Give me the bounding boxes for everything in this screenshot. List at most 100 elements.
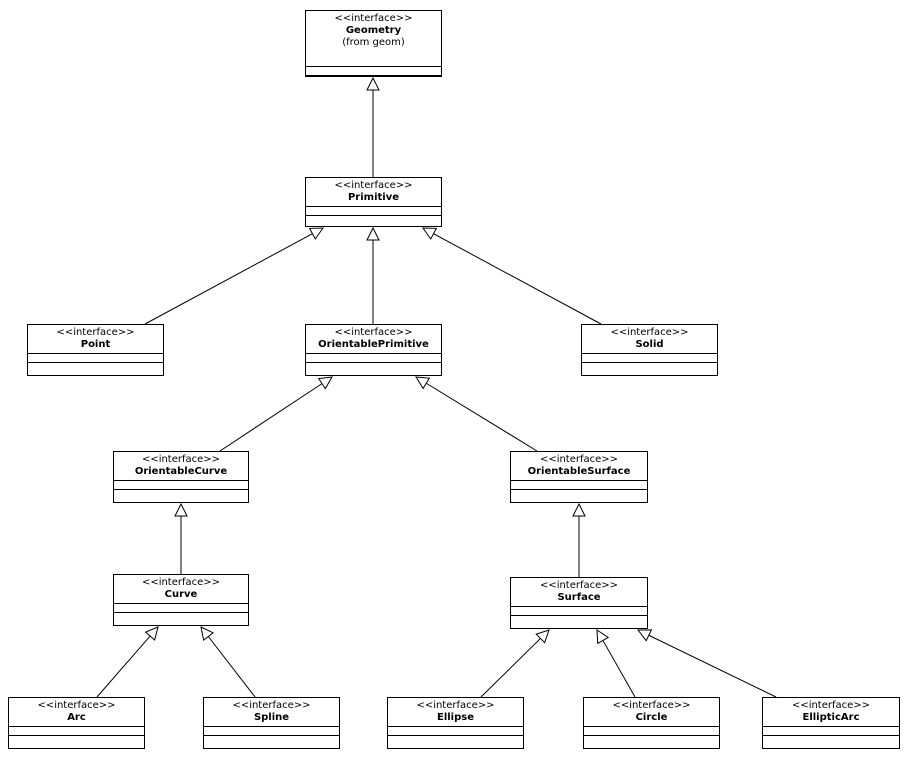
generalization-line-point-to-primitive: [144, 233, 313, 325]
generalization-arrowhead-surface: [636, 629, 653, 642]
class-header: <<interface>>OrientablePrimitive: [306, 325, 441, 351]
attributes-compartment-divider: [584, 726, 719, 727]
attributes-compartment-divider: [306, 353, 441, 354]
class-name: Primitive: [347, 192, 400, 203]
class-stereotype: <<interface>>: [232, 700, 311, 711]
class-stereotype: <<interface>>: [141, 454, 221, 465]
class-box-spline[interactable]: <<interface>>Spline: [203, 697, 340, 749]
generalization-arrowhead-surface: [535, 629, 550, 644]
operations-compartment-divider: [114, 612, 248, 613]
class-name: Spline: [253, 712, 290, 723]
attributes-compartment-divider: [582, 353, 717, 354]
class-header: <<interface>>Surface: [511, 578, 647, 604]
class-box-point[interactable]: <<interface>>Point: [27, 324, 164, 376]
class-header: <<interface>>OrientableCurve: [114, 452, 248, 478]
class-stereotype: <<interface>>: [37, 700, 116, 711]
operations-compartment-divider: [584, 735, 719, 736]
class-name: EllipticArc: [802, 712, 860, 723]
class-stereotype: <<interface>>: [141, 577, 221, 588]
attributes-compartment-divider: [9, 726, 144, 727]
class-name: Solid: [635, 339, 664, 350]
class-box-ellipse[interactable]: <<interface>>Ellipse: [387, 697, 524, 749]
operations-compartment-divider: [28, 362, 163, 363]
class-box-arc[interactable]: <<interface>>Arc: [8, 697, 145, 749]
operations-compartment-divider: [114, 489, 248, 490]
class-box-orientable-surface[interactable]: <<interface>>OrientableSurface: [510, 451, 648, 503]
class-box-curve[interactable]: <<interface>>Curve: [113, 574, 249, 626]
operations-compartment-divider: [306, 75, 441, 76]
operations-compartment-divider: [763, 735, 899, 736]
class-box-primitive[interactable]: <<interface>>Primitive: [305, 177, 442, 227]
generalization-line-solid-to-primitive: [433, 233, 602, 325]
class-box-surface[interactable]: <<interface>>Surface: [510, 577, 648, 629]
class-stereotype: <<interface>>: [612, 700, 691, 711]
attributes-compartment-divider: [763, 726, 899, 727]
operations-compartment-divider: [9, 735, 144, 736]
class-header: <<interface>>Primitive: [306, 178, 441, 204]
generalization-arrowhead-primitive: [422, 227, 438, 240]
class-package-note: (from geom): [342, 37, 405, 48]
operations-compartment-divider: [306, 362, 441, 363]
generalization-arrowhead-orientable-surface: [572, 502, 586, 517]
class-stereotype: <<interface>>: [791, 700, 871, 711]
class-stereotype: <<interface>>: [610, 327, 689, 338]
operations-compartment-divider: [582, 362, 717, 363]
attributes-compartment-divider: [114, 480, 248, 481]
generalization-arrowhead-orientable-primitive: [317, 376, 333, 390]
class-header: <<interface>>Ellipse: [388, 698, 523, 724]
class-header: <<interface>>Spline: [204, 698, 339, 724]
class-header: <<interface>>EllipticArc: [763, 698, 899, 724]
class-stereotype: <<interface>>: [416, 700, 495, 711]
generalization-line-orientable-surface-to-orientable-primitive: [425, 382, 538, 452]
class-box-geometry[interactable]: <<interface>>Geometry(from geom): [305, 10, 442, 77]
generalization-arrowhead-primitive: [366, 226, 380, 241]
class-header: <<interface>>Solid: [582, 325, 717, 351]
generalization-arrowhead-orientable-primitive: [415, 376, 431, 390]
class-stereotype: <<interface>>: [334, 13, 413, 24]
class-box-orientable-primitive[interactable]: <<interface>>OrientablePrimitive: [305, 324, 442, 376]
generalization-line-arc-to-curve: [96, 635, 151, 698]
class-box-circle[interactable]: <<interface>>Circle: [583, 697, 720, 749]
generalization-line-circle-to-surface: [602, 640, 636, 698]
class-box-elliptic-arc[interactable]: <<interface>>EllipticArc: [762, 697, 900, 749]
class-name: OrientableCurve: [134, 466, 228, 477]
attributes-compartment-divider: [306, 206, 441, 207]
class-header: <<interface>>OrientableSurface: [511, 452, 647, 478]
operations-compartment-divider: [306, 215, 441, 216]
class-name: Surface: [557, 592, 601, 603]
generalization-arrowhead-orientable-curve: [174, 502, 188, 517]
class-box-orientable-curve[interactable]: <<interface>>OrientableCurve: [113, 451, 249, 503]
generalization-arrowhead-surface: [596, 629, 610, 645]
class-stereotype: <<interface>>: [539, 580, 619, 591]
generalization-arrowhead-primitive: [308, 227, 324, 240]
class-name: Point: [80, 339, 111, 350]
class-header: <<interface>>Geometry(from geom): [306, 11, 441, 49]
class-header: <<interface>>Arc: [9, 698, 144, 724]
class-name: OrientableSurface: [527, 466, 631, 477]
generalization-line-orientable-curve-to-orientable-primitive: [219, 383, 323, 452]
generalization-arrowhead-curve: [144, 626, 159, 641]
class-stereotype: <<interface>>: [56, 327, 135, 338]
generalization-line-elliptic-arc-to-surface: [648, 634, 777, 698]
attributes-compartment-divider: [28, 353, 163, 354]
operations-compartment-divider: [204, 735, 339, 736]
operations-compartment-divider: [511, 489, 647, 490]
class-name: Circle: [635, 712, 668, 723]
operations-compartment-divider: [388, 735, 523, 736]
class-stereotype: <<interface>>: [334, 327, 413, 338]
class-name: Curve: [164, 589, 198, 600]
attributes-compartment-divider: [511, 480, 647, 481]
attributes-compartment-divider: [204, 726, 339, 727]
generalization-arrowhead-curve: [200, 626, 215, 642]
generalization-line-ellipse-to-surface: [480, 638, 541, 698]
operations-compartment-divider: [511, 615, 647, 616]
class-name: Ellipse: [436, 712, 474, 723]
attributes-compartment-divider: [511, 606, 647, 607]
generalization-line-spline-to-curve: [207, 636, 256, 698]
attributes-compartment-divider: [306, 66, 441, 67]
class-box-solid[interactable]: <<interface>>Solid: [581, 324, 718, 376]
class-header: <<interface>>Point: [28, 325, 163, 351]
class-stereotype: <<interface>>: [334, 180, 413, 191]
attributes-compartment-divider: [388, 726, 523, 727]
